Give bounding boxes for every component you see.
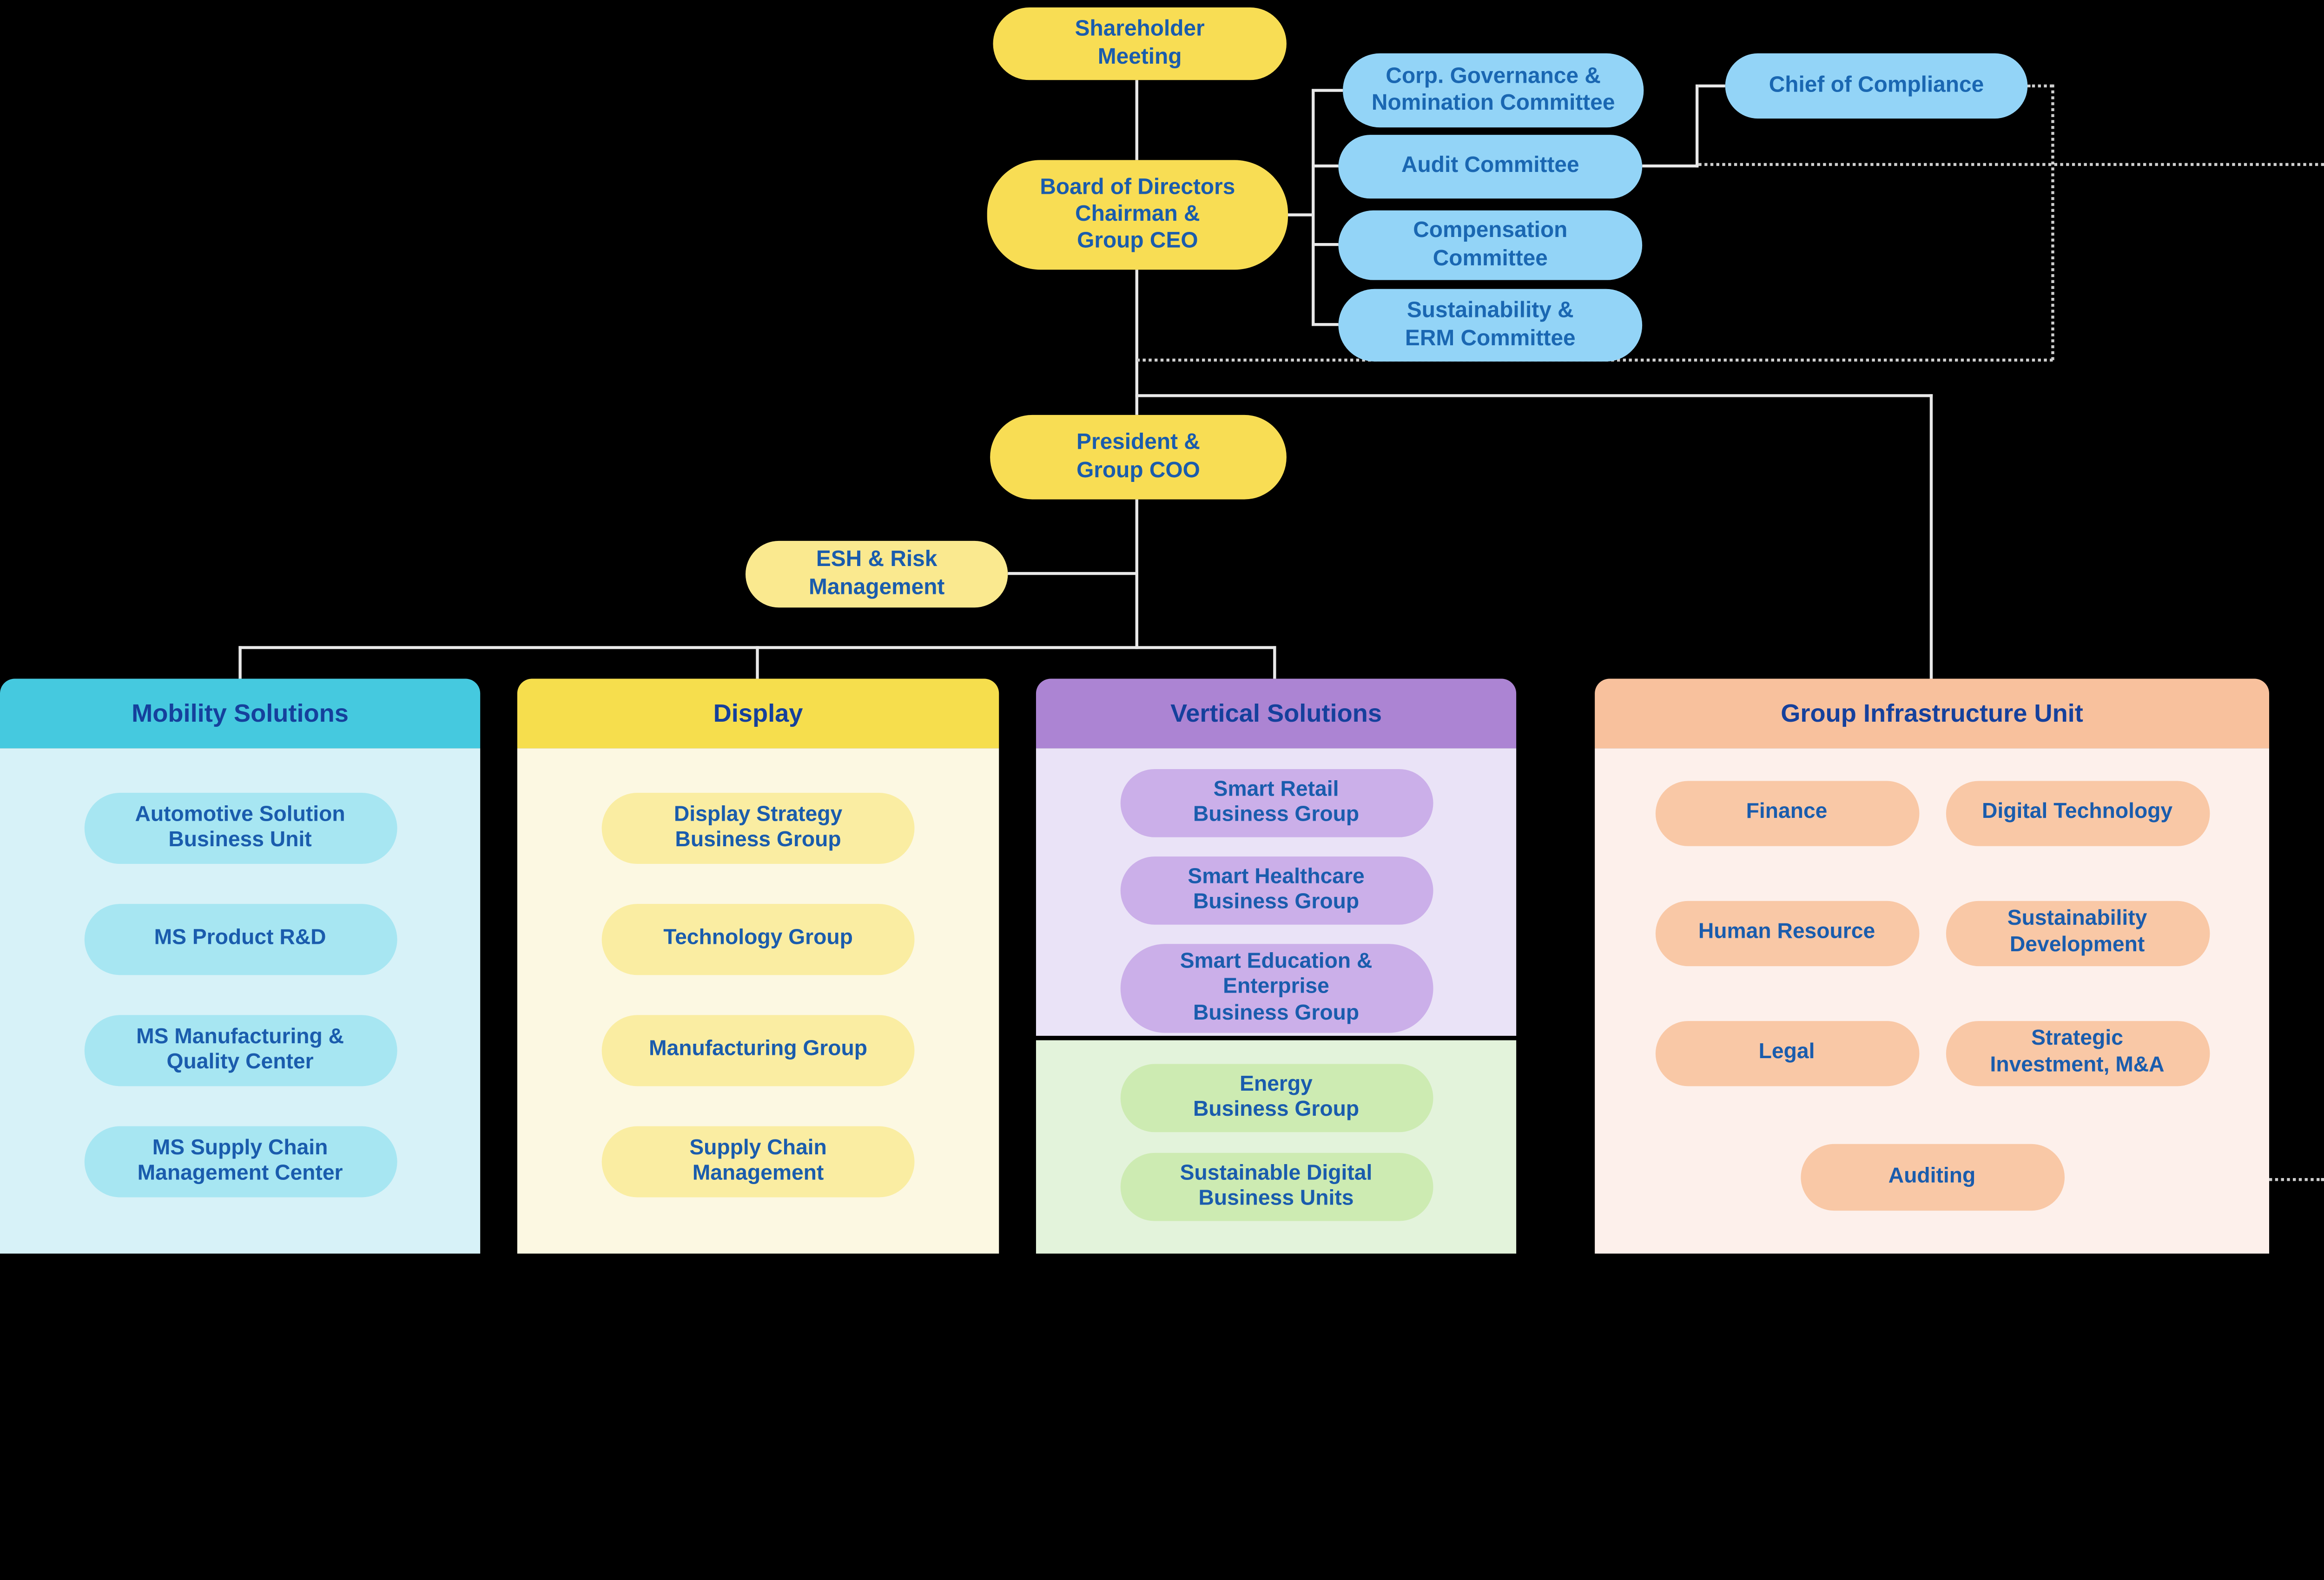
- connector-infrastructure-v: [1929, 394, 1933, 679]
- connector-committee-1-stub: [1314, 89, 1343, 92]
- node-president-coo: President & Group COO: [990, 415, 1287, 500]
- connector-audit-chief-h: [1642, 164, 1699, 168]
- node-committee-sustainability: Sustainability & ERM Committee: [1338, 289, 1643, 362]
- division-title: Mobility Solutions: [0, 678, 481, 749]
- division-group-infrastructure: Group Infrastructure Unit Finance Digita…: [1595, 678, 2270, 1254]
- connector-shareholder-board: [1135, 80, 1138, 160]
- connector-board-committees-stub: [1288, 213, 1312, 217]
- node-committee-governance: Corp. Governance & Nomination Committee: [1343, 53, 1644, 128]
- division-energy-section: Energy Business Group Sustainable Digita…: [1036, 1040, 1517, 1254]
- unit-pill: Supply Chain Management: [601, 1126, 915, 1198]
- connector-president-divisions: [1135, 499, 1138, 649]
- division-body: Display Strategy Business Group Technolo…: [517, 748, 999, 1254]
- connector-infrastructure-h: [1135, 394, 1933, 397]
- unit-pill: Smart Education & Enterprise Business Gr…: [1120, 944, 1433, 1034]
- unit-pill: Sustainable Digital Business Units: [1120, 1152, 1433, 1221]
- division-body: Finance Digital Technology Human Resourc…: [1595, 748, 2270, 1254]
- connector-committee-2-stub: [1314, 164, 1339, 168]
- unit-pill: Sustainability Development: [1945, 900, 2209, 966]
- unit-pill-auditing: Auditing: [1800, 1144, 2064, 1211]
- unit-pill: MS Manufacturing & Quality Center: [84, 1015, 396, 1086]
- unit-pill: Energy Business Group: [1120, 1064, 1433, 1132]
- unit-pill: Automotive Solution Business Unit: [84, 792, 396, 864]
- node-committee-compensation: Compensation Committee: [1338, 210, 1643, 280]
- unit-pill: MS Product R&D: [84, 904, 396, 975]
- division-title: Vertical Solutions: [1036, 678, 1517, 749]
- unit-pill: MS Supply Chain Management Center: [84, 1126, 396, 1198]
- connector-drop-display: [756, 646, 759, 679]
- unit-pill: Digital Technology: [1945, 780, 2209, 846]
- connector-committees-bracket: [1312, 89, 1315, 326]
- unit-pill: Finance: [1655, 780, 1919, 846]
- division-vertical-solutions: Vertical Solutions Smart Retail Business…: [1036, 678, 1517, 1254]
- division-body: Automotive Solution Business Unit MS Pro…: [0, 748, 481, 1254]
- dotted-audit-right: [1698, 163, 2324, 166]
- division-body: Smart Retail Business Group Smart Health…: [1036, 748, 1517, 1036]
- division-title: Group Infrastructure Unit: [1595, 678, 2270, 749]
- unit-pill: Legal: [1655, 1020, 1919, 1086]
- unit-pill: Strategic Investment, M&A: [1945, 1020, 2209, 1086]
- node-board-of-directors: Board of Directors Chairman & Group CEO: [987, 160, 1288, 270]
- connector-board-president: [1135, 270, 1138, 415]
- division-display: Display Display Strategy Business Group …: [517, 678, 999, 1254]
- node-esh-risk-management: ESH & Risk Management: [745, 540, 1008, 608]
- dotted-chief-right-stub: [2027, 84, 2053, 88]
- division-title: Display: [517, 678, 999, 749]
- connector-chief-stub: [1698, 84, 1725, 88]
- unit-pill: Smart Retail Business Group: [1120, 769, 1433, 837]
- unit-pill: Manufacturing Group: [601, 1015, 915, 1086]
- connector-committee-3-stub: [1314, 243, 1339, 246]
- division-mobility-solutions: Mobility Solutions Automotive Solution B…: [0, 678, 481, 1254]
- connector-drop-mobility: [238, 646, 242, 679]
- node-shareholder-meeting: Shareholder Meeting: [993, 7, 1287, 80]
- dotted-compliance-v: [2051, 84, 2054, 360]
- infrastructure-grid: Finance Digital Technology Human Resourc…: [1642, 753, 2223, 1113]
- unit-pill: Smart Healthcare Business Group: [1120, 856, 1433, 925]
- node-chief-of-compliance: Chief of Compliance: [1725, 53, 2028, 119]
- connector-drop-vertical-solutions: [1273, 646, 1276, 679]
- node-committee-audit: Audit Committee: [1338, 135, 1643, 199]
- connector-esh-stub: [1008, 572, 1137, 575]
- unit-pill: Technology Group: [601, 904, 915, 975]
- connector-audit-chief-v: [1695, 84, 1699, 168]
- connector-committee-4-stub: [1314, 323, 1339, 326]
- unit-pill: Human Resource: [1655, 900, 1919, 966]
- unit-pill: Display Strategy Business Group: [601, 792, 915, 864]
- org-chart: Shareholder Meeting Board of Directors C…: [0, 7, 2324, 1254]
